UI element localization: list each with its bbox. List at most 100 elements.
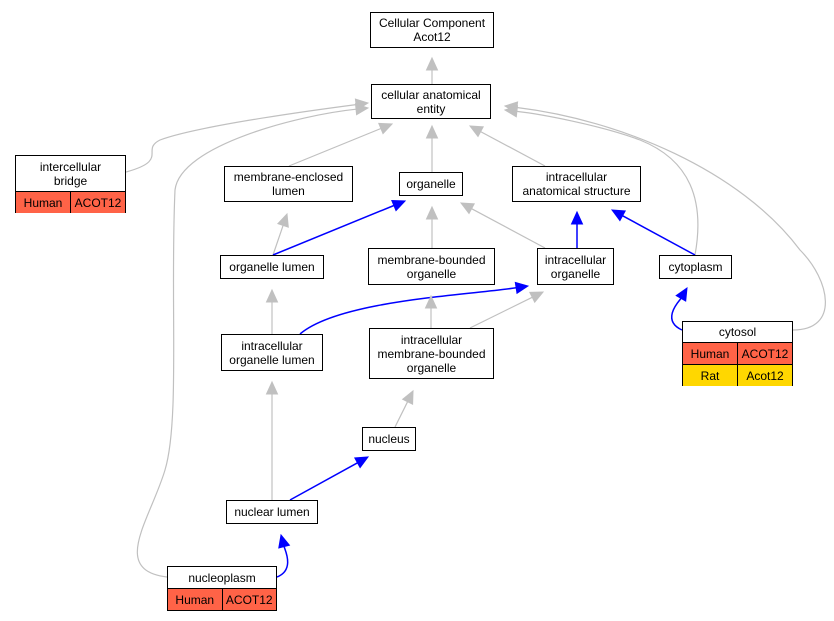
arrowhead-icon xyxy=(503,101,519,114)
node-label: nucleoplasm xyxy=(188,570,256,585)
arrowhead-icon xyxy=(278,533,291,549)
edge-np-to-nl-part-of xyxy=(276,533,291,578)
edge-ias-to-cae-is-a xyxy=(468,125,546,167)
arrowhead-icon xyxy=(265,380,279,395)
edge-line xyxy=(136,108,357,578)
node-cellular-anatomical-entity[interactable]: cellular anatomical entity xyxy=(371,84,491,119)
node-membrane-enclosed-lumen[interactable]: membrane-enclosed lumen xyxy=(224,166,353,202)
node-label: membrane-enclosed lumen xyxy=(233,170,344,198)
node-label: cellular anatomical entity xyxy=(381,87,481,116)
arrowhead-icon xyxy=(401,389,414,405)
arrowhead-icon xyxy=(265,288,279,303)
arrowhead-icon xyxy=(675,286,688,302)
node-cellular-component[interactable]: Cellular Component Acot12 xyxy=(370,12,494,48)
node-label: intracellular membrane-bounded organelle xyxy=(377,332,486,375)
edge-cytosol-to-cyto-part-of xyxy=(671,286,688,331)
gene-cell: ACOT12 xyxy=(221,589,276,610)
node-label: nucleus xyxy=(368,432,410,446)
edge-org-to-cae-is-a xyxy=(425,124,439,172)
node-membrane-bounded-organelle[interactable]: membrane-bounded organelle xyxy=(368,248,495,285)
edge-iol-to-io-part-of xyxy=(299,281,530,335)
arrowhead-icon xyxy=(425,205,439,220)
edge-iol-to-orgl-is-a xyxy=(265,288,279,334)
edge-cyto-to-ias-part-of xyxy=(610,209,696,256)
edge-line xyxy=(516,106,826,331)
edge-nl-to-iol-is-a xyxy=(265,380,279,500)
node-label: intracellular anatomical structure xyxy=(522,170,631,198)
edge-nuc-to-imbo-is-a xyxy=(394,389,414,428)
node-intracellular-organelle-lumen[interactable]: intracellular organelle lumen xyxy=(221,334,323,371)
edge-imbo-to-io-is-a xyxy=(469,291,545,329)
node-label: cytoplasm xyxy=(668,260,723,274)
arrowhead-icon xyxy=(514,281,530,295)
edge-imbo-to-mbo-is-a xyxy=(424,294,438,328)
edge-mbo-to-org-is-a xyxy=(425,205,439,248)
edge-line xyxy=(671,297,683,331)
node-label: intracellular organelle lumen xyxy=(229,338,315,367)
arrowhead-icon xyxy=(570,210,584,225)
edge-line xyxy=(471,208,546,249)
arrowhead-icon xyxy=(378,122,394,135)
node-cytoplasm[interactable]: cytoplasm xyxy=(659,255,732,279)
arrowhead-icon xyxy=(529,291,545,304)
node-label: organelle lumen xyxy=(229,260,315,274)
arrowhead-icon xyxy=(391,199,407,212)
node-intracellular-organelle[interactable]: intracellular organelle xyxy=(537,248,614,285)
edge-line xyxy=(299,287,517,335)
edge-orgl-to-mel-is-a xyxy=(272,212,289,256)
edge-line xyxy=(622,215,696,256)
edge-ib-to-cae-is-a xyxy=(125,98,370,173)
edge-np-to-cae-is-a xyxy=(136,103,370,578)
node-intracellular-anatomical-structure[interactable]: intracellular anatomical structure xyxy=(512,166,641,202)
annotation-row: Rat Acot12 xyxy=(683,364,792,386)
node-nuclear-lumen[interactable]: nuclear lumen xyxy=(226,500,318,524)
arrowhead-icon xyxy=(425,124,439,139)
arrowhead-icon xyxy=(424,294,438,309)
node-label: intracellular organelle xyxy=(544,252,607,281)
species-cell: Human xyxy=(16,192,70,213)
arrowhead-icon xyxy=(425,56,439,71)
edge-line xyxy=(516,110,699,256)
node-label: organelle xyxy=(406,177,456,191)
edge-line xyxy=(125,104,357,173)
edge-line xyxy=(272,225,284,256)
node-cytosol[interactable]: cytosol Human ACOT12 Rat Acot12 xyxy=(682,321,793,386)
arrowhead-icon xyxy=(353,456,370,469)
gene-cell: ACOT12 xyxy=(70,192,125,213)
node-intracellular-membrane-bounded-organelle[interactable]: intracellular membrane-bounded organelle xyxy=(369,328,494,379)
gene-cell: Acot12 xyxy=(737,365,792,386)
node-label: intercellular bridge xyxy=(39,159,102,188)
arrowhead-icon xyxy=(354,103,370,116)
node-label: membrane-bounded organelle xyxy=(377,252,486,281)
species-cell: Human xyxy=(168,589,222,610)
annotation-row: Human ACOT12 xyxy=(683,342,792,364)
annotation-row: Human ACOT12 xyxy=(16,191,125,213)
node-nucleus[interactable]: nucleus xyxy=(362,427,416,451)
edge-cytosol-to-cae-is-a xyxy=(503,101,826,331)
node-label: nuclear lumen xyxy=(234,505,310,519)
edge-line xyxy=(289,462,358,501)
edge-nl-to-nuc-part-of xyxy=(289,456,370,501)
edge-line xyxy=(480,131,546,167)
edge-cae-to-cc-is-a xyxy=(425,56,439,84)
arrowhead-icon xyxy=(610,209,627,222)
annotation-row: Human ACOT12 xyxy=(168,588,276,610)
edge-line xyxy=(272,204,395,256)
edge-line xyxy=(276,546,289,578)
edge-line xyxy=(394,401,409,428)
species-cell: Human xyxy=(683,343,737,364)
node-intercellular-bridge[interactable]: intercellular bridge Human ACOT12 xyxy=(15,155,126,213)
edge-io-to-org-is-a xyxy=(459,202,546,249)
edge-mel-to-cae-is-a xyxy=(288,122,394,167)
edge-line xyxy=(288,127,382,167)
gene-cell: ACOT12 xyxy=(737,343,792,364)
node-nucleoplasm[interactable]: nucleoplasm Human ACOT12 xyxy=(167,566,277,611)
arrowhead-icon xyxy=(468,125,485,138)
node-organelle-lumen[interactable]: organelle lumen xyxy=(220,255,324,279)
node-organelle[interactable]: organelle xyxy=(399,172,463,196)
arrowhead-icon xyxy=(276,212,289,228)
arrowhead-icon xyxy=(459,202,476,215)
edge-orgl-to-org-part-of xyxy=(272,199,407,256)
species-cell: Rat xyxy=(683,365,737,386)
